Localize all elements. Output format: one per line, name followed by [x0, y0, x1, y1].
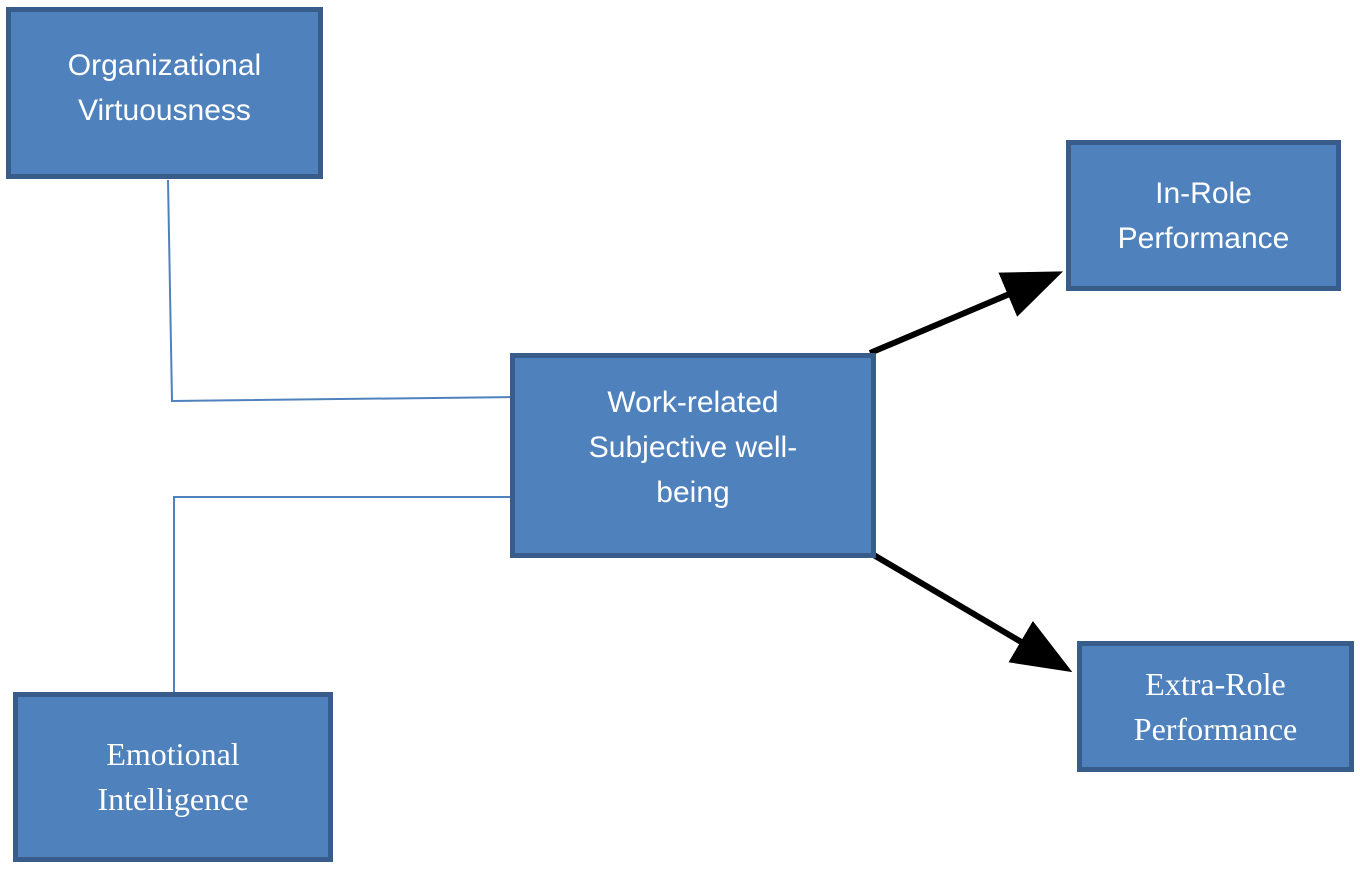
arrow-wsw-to-erp [870, 551, 1073, 673]
box-label-line: being [656, 476, 730, 509]
box-label-line: Emotional [106, 736, 240, 772]
box-label-line: Organizational [67, 49, 262, 82]
box-label-line: Performance [1117, 221, 1290, 255]
box-label-line: Extra-Role [1145, 665, 1286, 702]
box-organizational-virtuousness: Organizational Virtuousness [6, 7, 323, 179]
box-label-line: Work-related [607, 386, 779, 419]
box-label-line: Virtuousness [78, 94, 251, 127]
box-work-related-subjective-wellbeing: Work-related Subjective well- being [510, 353, 876, 558]
box-label-line: Intelligence [97, 781, 249, 817]
box-extra-role-performance: Extra-Role Performance [1077, 641, 1354, 772]
arrow-wsw-to-irp [868, 271, 1064, 356]
connector-ov-to-wsw [167, 179, 516, 403]
connector-ei-to-wsw [173, 496, 540, 692]
box-label-line: In-Role [1155, 176, 1252, 210]
box-in-role-performance: In-Role Performance [1066, 140, 1341, 291]
box-label-line: Performance [1133, 710, 1298, 747]
box-emotional-intelligence: Emotional Intelligence [13, 692, 333, 862]
box-label-line: Subjective well- [588, 431, 798, 464]
